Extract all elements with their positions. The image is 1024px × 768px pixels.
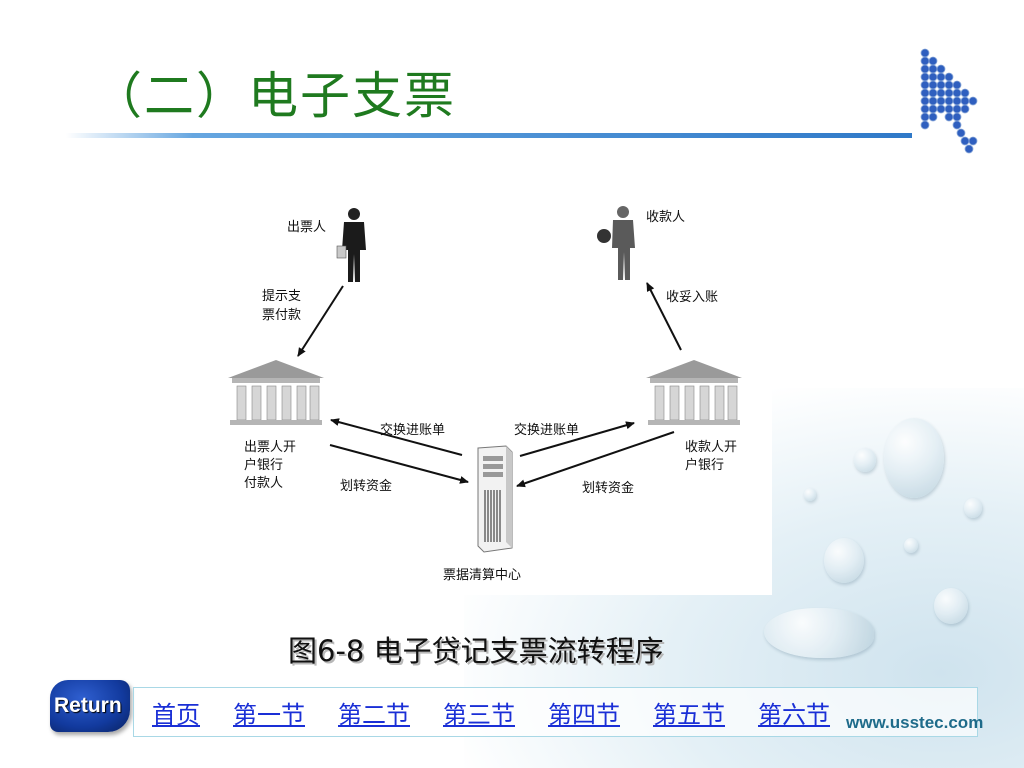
payee-bank-label-line2: 户银行 [685,457,724,473]
page-title: （二）电子支票 [92,67,456,125]
clearing-center-server-icon [477,445,513,553]
present-payment-label-line1: 提示支 [262,288,301,304]
drawer-label: 出票人 [287,220,326,235]
payee-bank-label-line1: 收款人开 [685,440,737,455]
check-flow-diagram: 出票人 收款人 出票人开 户银行 付款人 [200,190,772,595]
nav-link-section-6[interactable]: 第六节 [758,700,830,729]
nav-link-section-1[interactable]: 第一节 [233,700,305,729]
exchange-right-arrow [519,421,635,457]
site-watermark: www.usstec.com [846,713,984,732]
nav-link-section-2[interactable]: 第二节 [338,700,410,729]
drawer-bank-label-line3: 付款人 [244,476,283,491]
exchange-left-arrow [330,418,463,456]
drawer-person-icon [336,208,366,282]
payee-label: 收款人 [646,210,685,225]
title-underline [66,133,912,138]
transfer-left-arrow [329,444,469,484]
transfer-left-label: 划转资金 [340,478,392,494]
drawer-bank-icon [228,360,324,425]
return-button-label: Return [54,694,122,717]
transfer-right-label: 划转资金 [582,480,634,496]
nav-link-home[interactable]: 首页 [152,700,200,729]
clearing-center-label: 票据清算中心 [443,568,521,583]
section-nav-bar: 首页 第一节 第二节 第三节 第四节 第五节 第六节 [133,687,978,737]
payee-bank-icon [646,360,742,425]
nav-link-section-3[interactable]: 第三节 [443,700,515,729]
exchange-left-label: 交换进账单 [380,422,445,438]
nav-link-section-5[interactable]: 第五节 [653,700,725,729]
drawer-bank-label-line2: 户银行 [244,457,283,473]
drawer-bank-label-line1: 出票人开 [244,440,296,455]
collect-deposit-label: 收妥入账 [666,290,718,305]
payee-person-icon [597,206,635,280]
return-button[interactable]: Return [50,680,130,732]
transfer-right-arrow [516,431,675,488]
figure-caption: 图6-8 电子贷记支票流转程序 [288,634,664,668]
present-payment-arrow [297,285,344,357]
cursor-arrow-logo [920,48,978,154]
nav-link-section-4[interactable]: 第四节 [548,700,620,729]
collect-deposit-arrow [646,282,682,351]
exchange-right-label: 交换进账单 [514,422,579,438]
present-payment-label-line2: 票付款 [262,308,301,323]
